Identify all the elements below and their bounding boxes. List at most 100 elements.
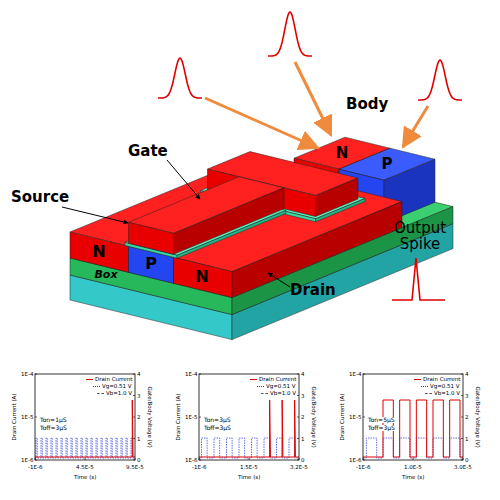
region-letter: N [195,268,208,286]
tick-label: 1E-5 [185,414,197,420]
tick-label: 1E-6 [21,457,33,463]
axis-tick [461,374,463,375]
axis-title: Drain Current (A) [174,393,180,440]
tick-label: 0 [137,457,141,463]
legend-item: Drain Current [85,376,133,382]
pulse-timing: Toff=3μS [40,425,67,432]
axis-tick [199,458,200,460]
axis-tick [461,438,463,439]
tick-label: 4 [465,371,469,377]
axis-tick [461,417,463,418]
device-face [316,178,359,217]
source-n-region: N [89,242,108,262]
axis-title: Time (s) [238,474,260,480]
plot-frame [199,374,299,460]
pulse-timing: Toff=3μS [204,425,231,432]
input-arrow [403,106,428,147]
drain-current-trace [35,400,135,457]
legend-item: Vb=1.0 V [424,390,461,396]
legend-item: Vb=1.0 V [96,390,133,396]
tick-label: 1E-5 [349,414,361,420]
input-arrow [205,98,318,148]
leader-line [62,207,128,223]
part-label: Gate [128,143,168,160]
tick-label: 3.2E-5 [290,464,308,470]
axis-title: Time (s) [402,474,424,480]
waveform-plots [35,374,463,460]
tick-label: 4.5E-5 [76,464,94,470]
legend-text: Vb=1.0 V [270,390,296,396]
axis-tick [133,395,135,396]
pulse-timing: Ton=1μS [40,417,67,424]
tick-label: 2 [137,414,141,420]
tick-label: 1 [465,436,469,442]
axis-tick [463,458,464,460]
axis-tick [199,374,201,375]
part-label: Drain [290,282,336,299]
legend-item: Vg=0.51 V [256,383,297,389]
part-label: Body [346,96,388,113]
input-spike [268,12,312,56]
axis-title: Gate/Body Voltage (V) [310,386,316,447]
input-spikes [158,12,462,100]
legend-text: Drain Current [423,376,460,382]
legend-sample [93,386,100,387]
region-letter: Box [94,269,117,281]
legend-text: Vg=0.51 V [430,383,460,389]
tick-label: 1E-4 [21,371,33,377]
body-p-region: P [379,155,396,174]
pulse-timing: Toff=3μS [368,425,395,432]
axis-tick [249,458,250,460]
legend-text: Drain Current [259,376,296,382]
output-spike [392,258,445,300]
axis-tick [299,458,300,460]
axis-tick [297,438,299,439]
axis-tick [35,374,37,375]
axis-title: Drain Current (A) [10,393,16,440]
legend-sample [250,379,257,380]
tick-label: -1E-6 [192,464,206,470]
legend-item: Vb=1.0 V [260,390,297,396]
axis-tick [297,395,299,396]
axis-tick [133,438,135,439]
tick-label: 3.0E-5 [454,464,472,470]
legend-text: Vb=1.0 V [434,390,460,396]
tick-label: 0 [301,457,305,463]
legend-item: Vg=0.51 V [420,383,461,389]
legend-text: Vg=0.51 V [266,383,296,389]
gate-voltage-trace [35,438,135,458]
tick-label: 1E-6 [185,457,197,463]
drain-current-trace [363,400,463,457]
region-letter: N [92,243,105,261]
input-arrows [205,62,428,148]
axis-title: Time (s) [74,474,96,480]
tick-label: 4 [137,371,141,377]
axis-tick [363,417,365,418]
leader-lines [62,160,290,287]
pulse-timing: Ton=5μS [368,417,395,424]
tick-label: 3 [301,393,305,399]
drain-n-region: N [192,267,211,287]
axis-tick [135,458,136,460]
plot-frame [35,374,135,460]
region-letter: P [382,156,393,173]
drain-current-trace [199,400,299,457]
tick-label: 1E-4 [349,371,361,377]
tick-label: 9.5E-5 [126,464,144,470]
pulse-timing: Ton=3μS [204,417,231,424]
tick-label: 0 [465,457,469,463]
legend-item: Vg=0.51 V [92,383,133,389]
input-spike [158,58,202,98]
output-label: Output Spike [389,220,451,253]
axis-tick [461,395,463,396]
legend-text: Vb=1.0 V [106,390,132,396]
device-face [129,222,174,254]
tick-label: 1E-5 [21,414,33,420]
legend-sample [86,379,93,380]
legend-item: Drain Current [249,376,297,382]
legend-text: Drain Current [95,376,132,382]
device-face [174,257,233,297]
plot-frame [363,374,463,460]
device-face [70,232,129,272]
